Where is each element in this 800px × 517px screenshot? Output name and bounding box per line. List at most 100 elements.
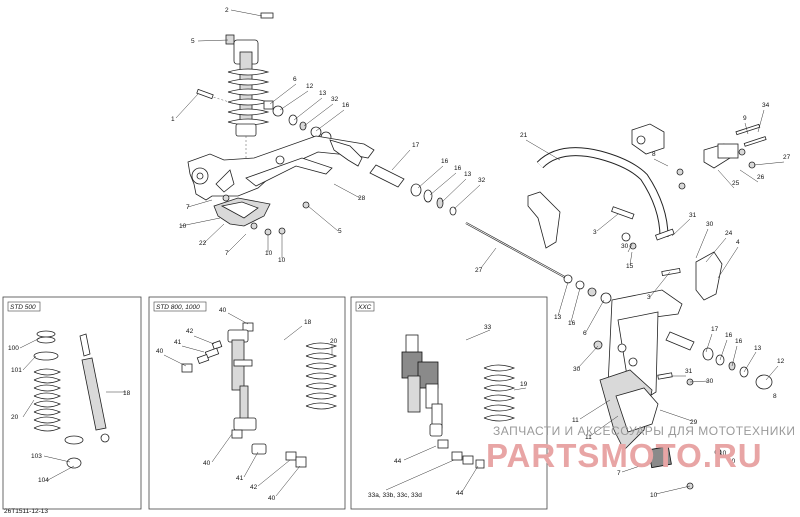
leader-line bbox=[570, 287, 581, 323]
leader-line bbox=[47, 465, 75, 481]
main-part-labels: 2 5 6 12 13 32 16 1 17 16 16 13 32 28 21… bbox=[171, 7, 791, 499]
leader-line bbox=[731, 345, 738, 367]
part-label: 30 bbox=[621, 243, 629, 250]
part-label: 10 bbox=[265, 250, 273, 257]
panel-title-std500: STD 500 bbox=[10, 304, 36, 311]
leader-line bbox=[525, 139, 561, 161]
drawing-code: 26T1511-12-13 bbox=[4, 508, 48, 515]
part-label: 33a, 33b, 33c, 33d bbox=[368, 492, 422, 499]
part-label: 5 bbox=[338, 228, 342, 235]
leader-line bbox=[453, 184, 481, 210]
part-label: 18 bbox=[123, 390, 131, 397]
leader-line bbox=[283, 325, 303, 341]
watermark-brand-logo: PARTSMOTO.RU bbox=[486, 437, 763, 474]
part-label: 6 bbox=[293, 76, 297, 83]
leader-line bbox=[717, 246, 739, 279]
leader-line bbox=[757, 109, 765, 133]
part-label: 100 bbox=[8, 345, 19, 352]
part-label: 16 bbox=[454, 165, 462, 172]
panel-std500 bbox=[2, 296, 142, 510]
part-label: 101 bbox=[11, 367, 22, 374]
part-label: 32 bbox=[331, 96, 339, 103]
part-label: 13 bbox=[464, 171, 472, 178]
part-label: 3 bbox=[593, 229, 597, 236]
watermark: ЗАПЧАСТИ И АКСЕССУАРЫ ДЛЯ МОТОТЕХНИКИ PA… bbox=[486, 424, 795, 474]
part-label: 33 bbox=[484, 324, 492, 331]
part-label: 30 bbox=[573, 366, 581, 373]
part-label: 20 bbox=[330, 338, 338, 345]
part-label: 13 bbox=[319, 90, 327, 97]
leader-line bbox=[671, 218, 691, 237]
part-label: 30 bbox=[706, 221, 714, 228]
leader-line bbox=[175, 93, 199, 119]
part-label: 13 bbox=[754, 345, 762, 352]
part-label: 40 bbox=[203, 460, 211, 467]
leader-line bbox=[187, 199, 213, 208]
leader-line bbox=[315, 109, 345, 132]
part-label: 18 bbox=[304, 319, 312, 326]
leader-line bbox=[461, 465, 479, 493]
trailing-arm bbox=[187, 135, 375, 236]
leader-line bbox=[743, 351, 757, 373]
leader-line bbox=[589, 415, 619, 437]
leader-line bbox=[659, 409, 693, 422]
xxc-labels: 33 19 44 33a, 33b, 33c, 33d 44 bbox=[368, 324, 528, 499]
lower-trailing-arm bbox=[593, 289, 773, 490]
std500-labels: 100 101 20 18 103 104 bbox=[8, 345, 131, 484]
leader-line bbox=[163, 354, 187, 367]
part-label: 8 bbox=[652, 151, 656, 158]
panel-std800 bbox=[148, 296, 346, 510]
leader-line bbox=[744, 122, 749, 135]
leader-line bbox=[480, 247, 497, 269]
leader-line bbox=[621, 461, 653, 473]
part-label: 22 bbox=[199, 240, 207, 247]
part-label: 7 bbox=[186, 204, 190, 211]
leader-line bbox=[275, 465, 301, 497]
main-shock-absorber bbox=[196, 12, 274, 168]
part-label: 10 bbox=[728, 458, 736, 465]
leader-line bbox=[441, 178, 467, 203]
panel-title-std800: STD 800, 1000 bbox=[156, 304, 200, 311]
leader-line bbox=[655, 485, 691, 495]
part-label: 44 bbox=[456, 490, 464, 497]
leader-line bbox=[257, 459, 291, 487]
leader-line bbox=[596, 213, 619, 232]
leader-line bbox=[403, 445, 437, 461]
part-label: 19 bbox=[520, 381, 528, 388]
std800-parts bbox=[181, 322, 338, 468]
leader-line bbox=[211, 433, 233, 463]
part-label: 10 bbox=[650, 492, 658, 499]
part-label: 5 bbox=[191, 38, 195, 45]
part-label: 42 bbox=[250, 484, 258, 491]
leader-line bbox=[391, 149, 411, 171]
leader-line bbox=[577, 345, 599, 369]
leader-line bbox=[243, 451, 259, 478]
part-label: 12 bbox=[777, 358, 785, 365]
part-label: 40 bbox=[156, 348, 164, 355]
part-label: 31 bbox=[689, 212, 697, 219]
panel-title-xxc: XXC bbox=[357, 304, 372, 311]
leader-line bbox=[22, 399, 35, 418]
part-label: 25 bbox=[732, 180, 740, 187]
leader-line bbox=[227, 233, 247, 253]
leader-line bbox=[705, 237, 727, 263]
part-label: 26 bbox=[757, 174, 765, 181]
part-label: 11 bbox=[572, 417, 579, 424]
leader-line bbox=[230, 9, 263, 17]
part-label: 27 bbox=[783, 154, 791, 161]
part-label: 7 bbox=[225, 250, 229, 257]
part-label: 7 bbox=[617, 470, 621, 477]
leader-line bbox=[429, 172, 457, 196]
part-label: 41 bbox=[236, 475, 244, 482]
part-label: 41 bbox=[174, 339, 182, 346]
part-label: 24 bbox=[725, 230, 733, 237]
leader-line bbox=[717, 169, 735, 189]
part-label: 17 bbox=[412, 142, 420, 149]
watermark-tagline: ЗАПЧАСТИ И АКСЕССУАРЫ ДЛЯ МОТОТЕХНИКИ bbox=[493, 424, 795, 438]
leader-line bbox=[417, 165, 444, 189]
leader-line bbox=[465, 329, 491, 341]
leader-line bbox=[705, 333, 713, 353]
leader-line bbox=[579, 399, 611, 420]
leader-line bbox=[689, 380, 709, 383]
part-label: 31 bbox=[685, 368, 693, 375]
